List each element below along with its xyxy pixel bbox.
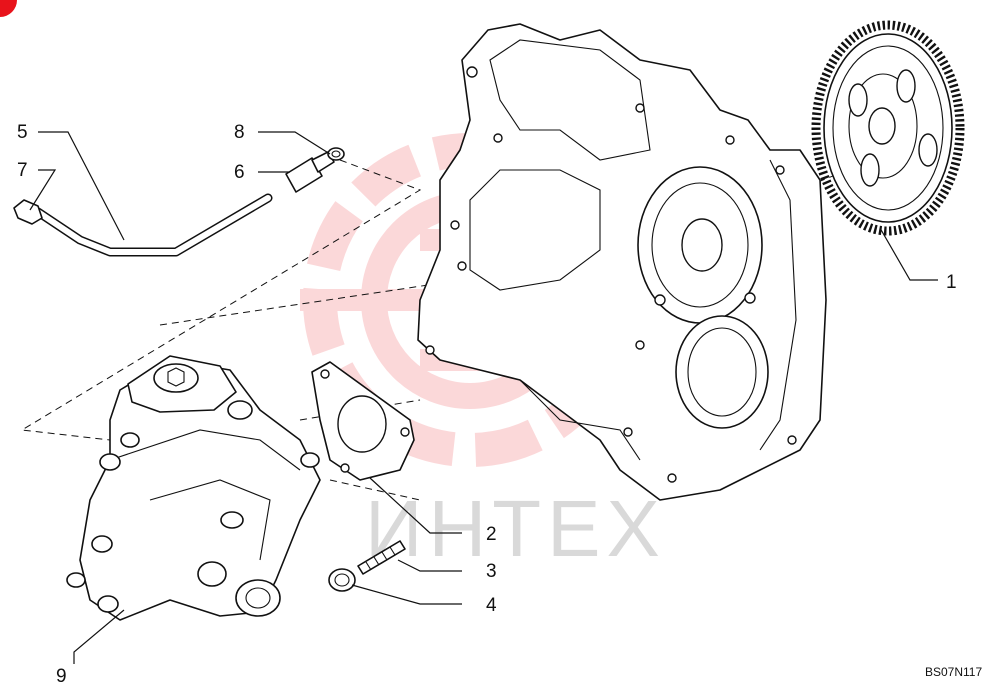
callout-3: 3 <box>486 561 497 582</box>
callout-6: 6 <box>234 162 245 183</box>
stud-part <box>357 540 406 575</box>
watermark-text: ИНТЕХ <box>365 484 666 573</box>
callout-7: 7 <box>17 160 28 181</box>
washer-part <box>327 147 345 161</box>
callout-8: 8 <box>234 122 245 143</box>
fitting-part <box>285 151 335 193</box>
callout-1: 1 <box>946 272 957 293</box>
callout-4: 4 <box>486 595 497 616</box>
injection-pump-part <box>66 355 321 621</box>
corner-marker-icon <box>0 0 17 17</box>
union-part <box>13 199 43 225</box>
gasket-part <box>311 361 415 481</box>
leader-lines <box>29 131 938 664</box>
timing-housing-part <box>417 23 827 501</box>
callout-5: 5 <box>17 122 28 143</box>
pipe-part <box>33 193 273 257</box>
drawing-code: BS07N117 <box>925 665 982 679</box>
gear-part <box>811 20 965 236</box>
callout-9: 9 <box>56 666 67 687</box>
callout-2: 2 <box>486 524 497 545</box>
nut-part <box>328 568 356 592</box>
